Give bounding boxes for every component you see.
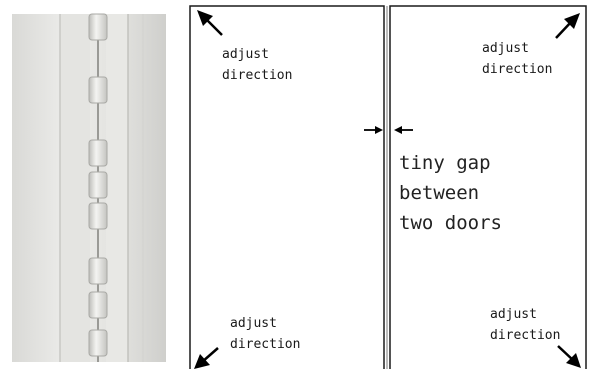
hinge-knuckle bbox=[89, 258, 107, 284]
hinge-photo bbox=[12, 14, 166, 362]
hinge-knuckle bbox=[89, 172, 107, 198]
hinge-knuckle bbox=[89, 77, 107, 103]
adjust-direction-label-top-left: adjust direction bbox=[222, 44, 292, 86]
hinge-leaf-right bbox=[106, 14, 128, 362]
hinge-knuckle bbox=[89, 292, 107, 318]
hinge-knuckle bbox=[89, 14, 107, 40]
hinge-knuckle bbox=[89, 330, 107, 356]
adjust-direction-label-bottom-right: adjust direction bbox=[490, 304, 560, 346]
hinge-knuckle bbox=[89, 140, 107, 166]
hinge-knuckle bbox=[89, 203, 107, 229]
adjust-direction-label-top-right: adjust direction bbox=[482, 38, 552, 80]
gap-note-label: tiny gap between two doors bbox=[399, 148, 502, 238]
adjust-direction-label-bottom-left: adjust direction bbox=[230, 313, 300, 355]
hinge-leaf-left bbox=[60, 14, 90, 362]
